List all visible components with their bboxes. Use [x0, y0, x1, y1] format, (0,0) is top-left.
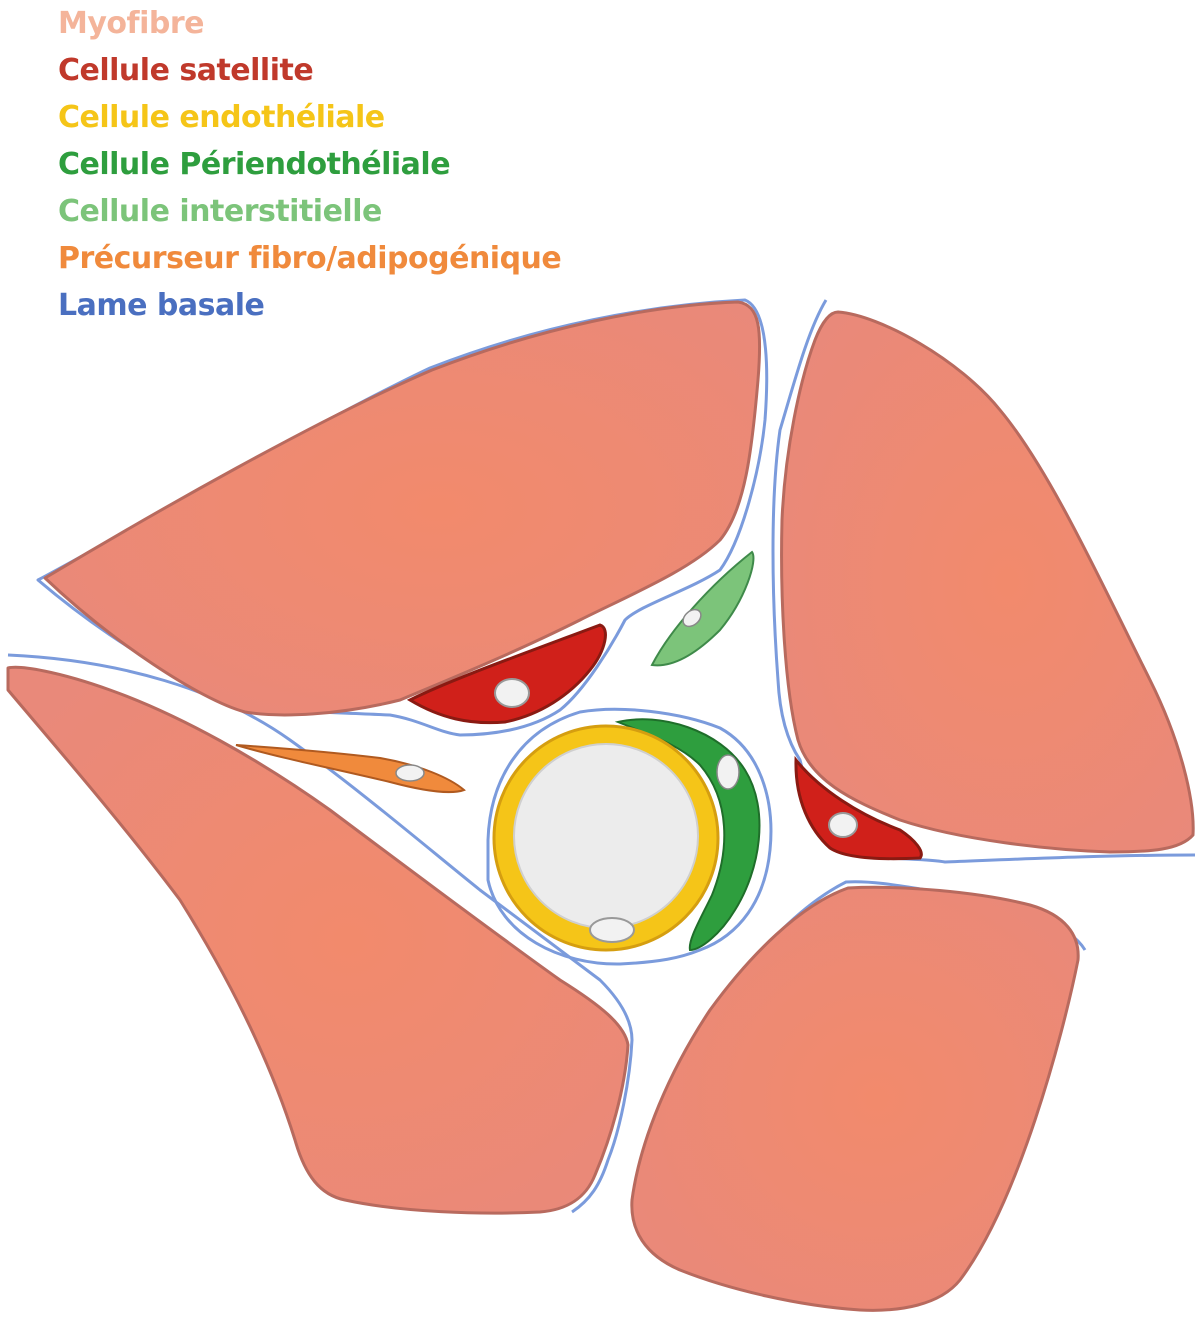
capillary	[492, 718, 761, 952]
myofibre-top-right	[780, 310, 1195, 854]
legend-item-basal-lamina: Lame basale	[58, 288, 265, 323]
basal-lamina-vessel	[486, 707, 773, 966]
interstitial-cell	[650, 550, 755, 667]
legend-item-myofibre: Myofibre	[58, 6, 204, 41]
periendothelial-cell-nucleus	[716, 754, 740, 790]
interstitial-cell-nucleus	[682, 608, 702, 628]
satellite-cell-top	[406, 623, 607, 725]
vessel-lumen	[513, 743, 699, 929]
endothelial-cell-nucleus	[589, 917, 635, 943]
fap-cell	[235, 744, 466, 793]
legend-item-periendothelial-cell: Cellule Périendothéliale	[58, 147, 451, 182]
satellite-cells	[406, 623, 923, 861]
myofibre-top-left	[43, 300, 762, 717]
satellite-cell-right-nucleus	[828, 812, 858, 838]
satellite-cell-right	[794, 755, 923, 861]
legend-item-interstitial-cell: Cellule interstitielle	[58, 194, 382, 229]
fap-cell-nucleus	[395, 764, 425, 782]
legend-item-fap: Précurseur fibro/adipogénique	[58, 241, 562, 276]
legend-item-satellite-cell: Cellule satellite	[58, 53, 314, 88]
legend: Myofibre Cellule satellite Cellule endot…	[58, 0, 562, 329]
legend-item-endothelial-cell: Cellule endothéliale	[58, 100, 385, 135]
myofibres	[6, 300, 1195, 1312]
myofibre-bottom-right	[630, 885, 1080, 1312]
myofibre-left	[6, 665, 630, 1215]
satellite-cell-top-nucleus	[494, 678, 530, 708]
basal-lamina-top-right	[771, 299, 1196, 864]
